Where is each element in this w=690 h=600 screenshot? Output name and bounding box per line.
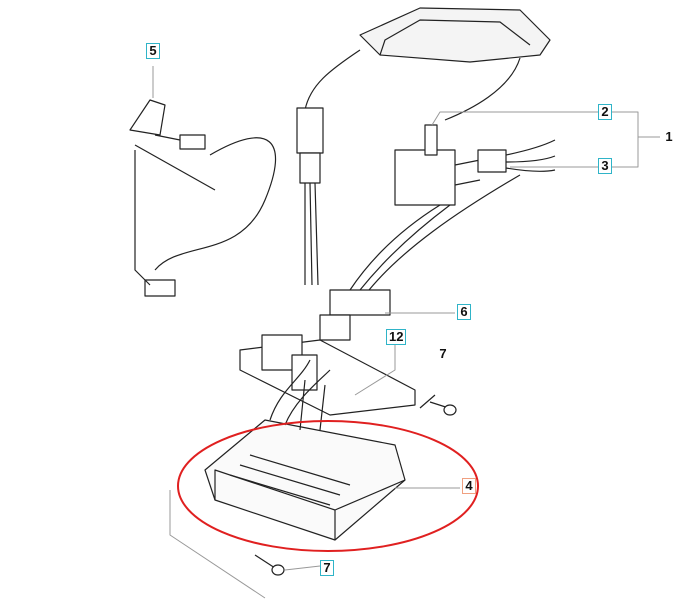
switch-part-2 xyxy=(394,149,456,206)
callout-5[interactable]: 5 xyxy=(146,43,160,59)
callout-7-top: 7 xyxy=(439,346,447,361)
screw-7-bottom xyxy=(254,554,276,569)
highlight-ellipse xyxy=(177,420,479,552)
connector-part-3 xyxy=(477,149,507,173)
callout-7-bottom[interactable]: 7 xyxy=(320,560,334,576)
callout-2[interactable]: 2 xyxy=(598,104,612,120)
callout-4[interactable]: 4 xyxy=(462,478,476,494)
callout-3[interactable]: 3 xyxy=(598,158,612,174)
callout-12[interactable]: 12 xyxy=(386,329,407,345)
callout-6[interactable]: 6 xyxy=(457,304,471,320)
control-box-part-4 xyxy=(204,419,406,541)
cable-connector xyxy=(296,107,324,154)
handle-panel xyxy=(359,7,551,63)
sensor-part-5 xyxy=(129,99,166,136)
connector-part-6 xyxy=(329,289,391,316)
callout-1: 1 xyxy=(665,129,673,144)
